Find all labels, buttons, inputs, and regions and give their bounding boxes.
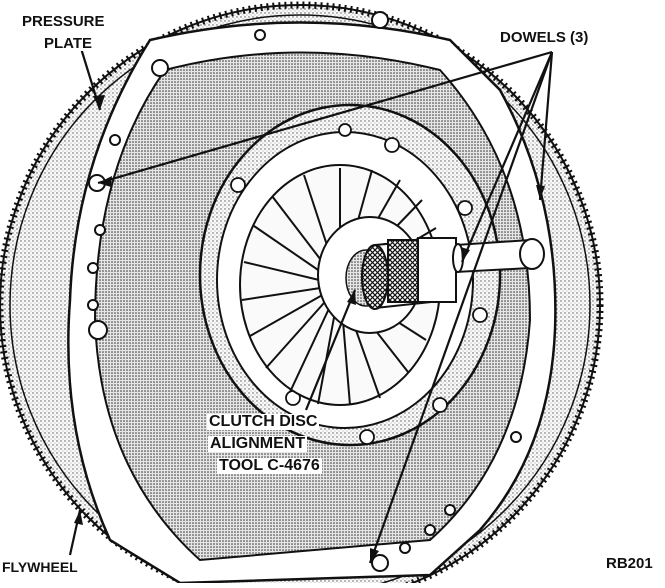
figure-code: RB201 [606, 555, 653, 572]
pressure-plate-label-line2: PLATE [44, 35, 93, 52]
leader-lines [68, 44, 554, 564]
dowels-label: DOWELS (3) [500, 29, 589, 46]
tool-label-line2: ALIGNMENT [208, 435, 308, 452]
pressure-plate-label-line1: PRESSURE [22, 13, 105, 30]
leader-arrowheads [74, 95, 545, 563]
tool-label-line1: CLUTCH DISC [207, 413, 320, 430]
alignment-tool [361, 236, 545, 310]
flywheel-label: FLYWHEEL [2, 559, 78, 575]
tool-label-line3: TOOL C-4676 [217, 457, 322, 474]
